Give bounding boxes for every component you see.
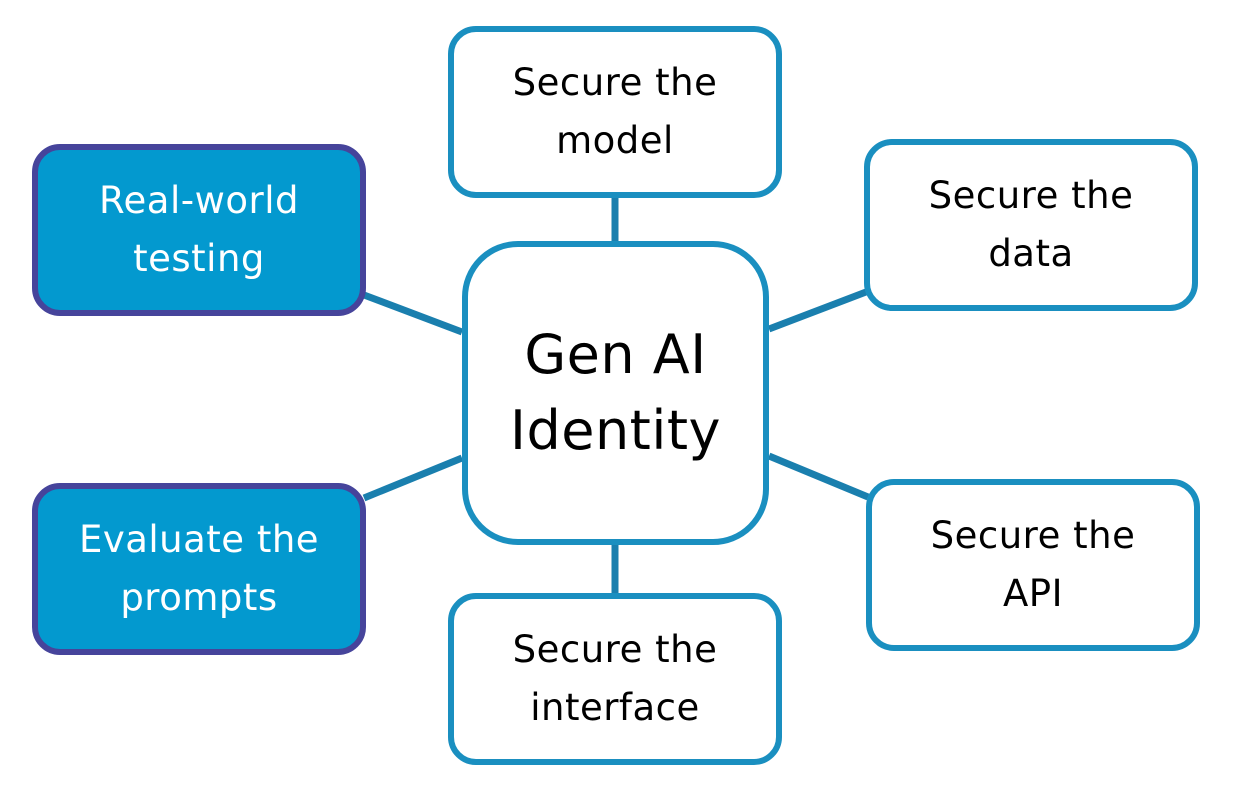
node-secure-the-interface: Secure the interface [448, 593, 782, 765]
connector-realworld [362, 291, 464, 336]
node-label: Secure the interface [512, 628, 718, 729]
connector-data [767, 288, 868, 333]
center-label: Gen AI Identity [510, 323, 721, 462]
connector-evaluate [362, 454, 464, 502]
node-label: Evaluate the prompts [78, 518, 320, 619]
node-label: Secure the API [930, 514, 1136, 615]
node-real-world-testing: Real-world testing [32, 144, 366, 316]
node-label: Secure the data [928, 174, 1134, 275]
node-secure-the-data: Secure the data [864, 139, 1198, 311]
node-secure-the-model: Secure the model [448, 26, 782, 198]
node-secure-the-api: Secure the API [866, 479, 1200, 651]
node-center-gen-ai-identity: Gen AI Identity [462, 241, 769, 545]
node-label: Secure the model [512, 61, 718, 162]
node-label: Real-world testing [99, 179, 299, 280]
connector-api [767, 452, 870, 501]
node-evaluate-the-prompts: Evaluate the prompts [32, 483, 366, 655]
